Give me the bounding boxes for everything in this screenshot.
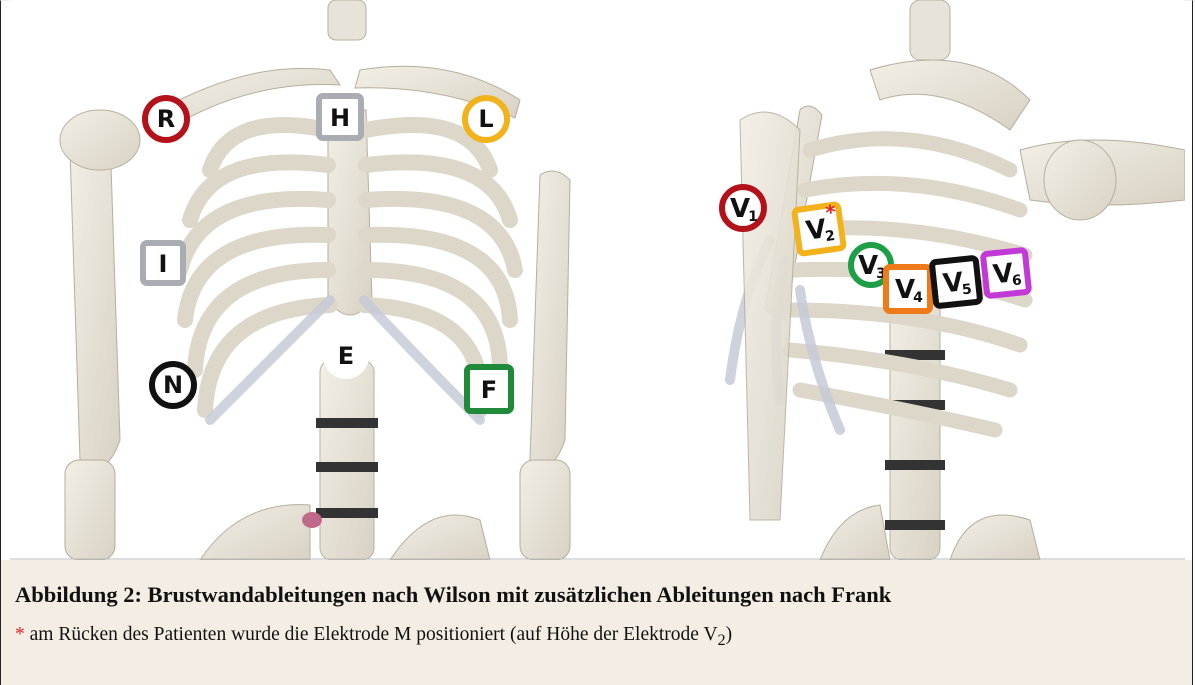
caption-note-text: am Rücken des Patienten wurde die Elektr… xyxy=(25,624,718,645)
svg-text:4: 4 xyxy=(913,290,923,306)
electrode-R: R xyxy=(145,98,187,140)
svg-text:V: V xyxy=(730,194,750,224)
electrode-V6: V 6 xyxy=(983,250,1029,296)
svg-text:1: 1 xyxy=(748,209,758,225)
electrode-I: I xyxy=(143,243,183,283)
electrode-V2: V 2 * xyxy=(793,199,843,254)
skeleton-figure: R H L I E N F V 1 xyxy=(10,0,1185,560)
caption-note: * am Rücken des Patienten wurde die Elek… xyxy=(15,624,732,650)
electrode-V4: V 4 xyxy=(886,267,930,311)
caption-box: Abbildung 2: Brustwandableitungen nach W… xyxy=(0,560,1193,685)
front-view-skeleton xyxy=(60,0,570,560)
svg-text:V: V xyxy=(895,275,915,305)
skeleton-illustration: R H L I E N F V 1 xyxy=(10,0,1185,560)
svg-text:V: V xyxy=(858,251,878,281)
caption-note-subscript: 2 xyxy=(718,631,726,649)
svg-text:I: I xyxy=(159,250,168,278)
svg-text:L: L xyxy=(478,105,493,133)
electrode-L: L xyxy=(465,98,507,140)
svg-text:N: N xyxy=(163,371,183,399)
electrode-E: E xyxy=(326,336,366,376)
svg-text:R: R xyxy=(157,105,175,133)
electrode-V5: V 5 xyxy=(932,258,980,306)
svg-text:6: 6 xyxy=(1011,272,1022,289)
svg-text:E: E xyxy=(338,342,354,370)
caption-title: Abbildung 2: Brustwandableitungen nach W… xyxy=(15,582,891,608)
caption-note-close: ) xyxy=(726,624,733,645)
electrode-V1: V 1 xyxy=(722,187,764,229)
svg-text:F: F xyxy=(481,376,497,404)
asterisk-marker: * xyxy=(15,624,25,645)
electrode-H: H xyxy=(319,96,361,138)
svg-text:H: H xyxy=(330,104,350,132)
electrode-N: N xyxy=(152,364,194,406)
svg-text:5: 5 xyxy=(961,281,972,298)
electrode-F: F xyxy=(467,367,511,411)
